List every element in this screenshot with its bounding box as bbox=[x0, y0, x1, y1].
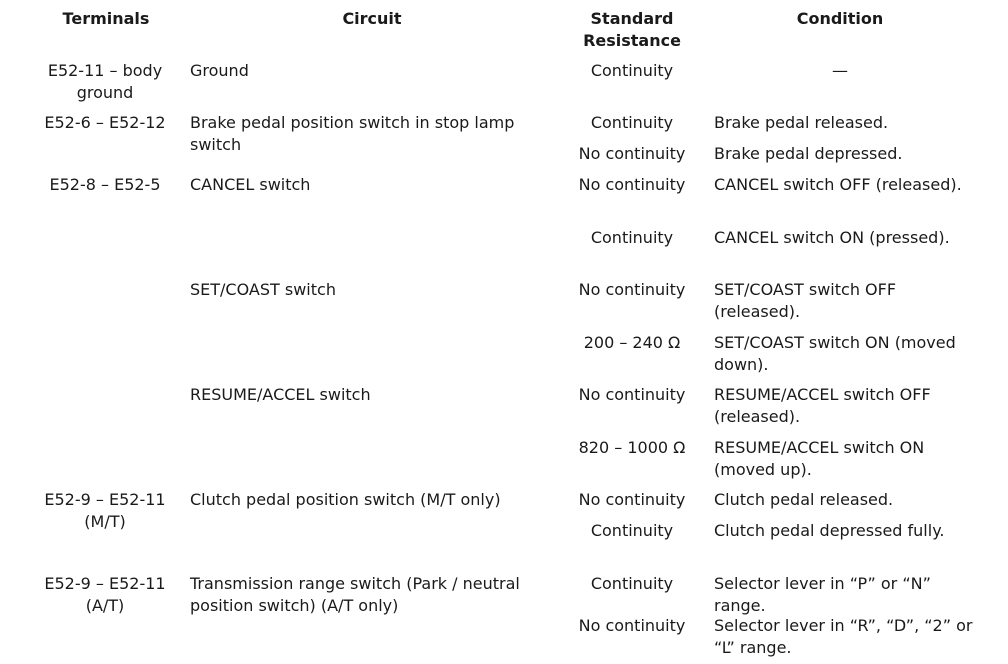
condition-cell: Clutch pedal released. bbox=[714, 490, 894, 509]
circuit-cell: Ground bbox=[190, 61, 249, 80]
terminals-cell bbox=[30, 227, 182, 279]
table-row: 200 – 240 Ω SET/COAST switch ON (moved d… bbox=[30, 332, 978, 384]
circuit-cell: CANCEL switch bbox=[190, 175, 311, 194]
condition-cell: Brake pedal depressed. bbox=[714, 144, 903, 163]
circuit-cell bbox=[182, 437, 562, 489]
resistance-cell: Continuity bbox=[590, 228, 674, 247]
resistance-table: Terminals Circuit Standard Resistance Co… bbox=[30, 0, 978, 659]
terminals-cell bbox=[30, 437, 182, 489]
terminals-cell: E52-9 – E52-11 (A/T) bbox=[44, 574, 166, 615]
table-row: RESUME/ACCEL switch No continuity RESUME… bbox=[30, 384, 978, 437]
condition-cell: Selector lever in “R”, “D”, “2” or “L” r… bbox=[714, 616, 973, 657]
resistance-cell: 820 – 1000 Ω bbox=[578, 438, 686, 457]
terminals-cell bbox=[30, 384, 182, 437]
header-resistance-line2: Resistance bbox=[583, 31, 681, 50]
resistance-cell: No continuity bbox=[578, 280, 686, 299]
circuit-cell bbox=[182, 143, 562, 174]
resistance-cell: Continuity bbox=[590, 521, 674, 540]
resistance-cell: 200 – 240 Ω bbox=[583, 333, 681, 352]
header-resistance-line1: Standard bbox=[590, 9, 674, 28]
circuit-cell bbox=[182, 332, 562, 384]
condition-cell: Clutch pedal depressed fully. bbox=[714, 521, 945, 540]
circuit-cell: RESUME/ACCEL switch bbox=[190, 385, 371, 404]
terminals-cell bbox=[30, 332, 182, 384]
terminals-cell: E52-11 – body ground bbox=[47, 61, 163, 102]
circuit-cell bbox=[182, 520, 562, 573]
terminals-cell: E52-6 – E52-12 bbox=[44, 113, 166, 132]
table-row: E52-11 – body ground Ground Continuity — bbox=[30, 60, 978, 112]
table-row: E52-8 – E52-5 CANCEL switch No continuit… bbox=[30, 174, 978, 227]
condition-cell: Brake pedal released. bbox=[714, 113, 889, 132]
circuit-cell: Brake pedal position switch in stop lamp… bbox=[190, 113, 515, 154]
resistance-cell: No continuity bbox=[578, 385, 686, 404]
circuit-cell: Transmission range switch (Park / neutra… bbox=[190, 574, 520, 615]
resistance-cell: Continuity bbox=[590, 113, 674, 132]
condition-cell: Selector lever in “P” or “N” range. bbox=[714, 574, 931, 615]
resistance-cell: No continuity bbox=[578, 616, 686, 635]
circuit-cell: Clutch pedal position switch (M/T only) bbox=[190, 490, 501, 509]
terminals-cell bbox=[30, 143, 182, 174]
resistance-cell: Continuity bbox=[590, 574, 674, 593]
table-row: E52-9 – E52-11 (A/T) Transmission range … bbox=[30, 573, 978, 615]
resistance-cell: No continuity bbox=[578, 490, 686, 509]
table-row: 820 – 1000 Ω RESUME/ACCEL switch ON (mov… bbox=[30, 437, 978, 489]
circuit-cell bbox=[182, 227, 562, 279]
condition-cell: RESUME/ACCEL switch ON (moved up). bbox=[714, 438, 925, 479]
terminals-cell bbox=[30, 615, 182, 659]
condition-cell: — bbox=[832, 61, 848, 80]
terminals-cell bbox=[30, 520, 182, 573]
condition-cell: CANCEL switch OFF (released). bbox=[714, 175, 962, 194]
table-row: Continuity Clutch pedal depressed fully. bbox=[30, 520, 978, 573]
table-row: SET/COAST switch No continuity SET/COAST… bbox=[30, 279, 978, 332]
header-condition: Condition bbox=[796, 9, 884, 28]
terminals-cell: E52-9 – E52-11 (M/T) bbox=[44, 490, 166, 531]
condition-cell: RESUME/ACCEL switch OFF (released). bbox=[714, 385, 931, 426]
condition-cell: SET/COAST switch OFF (released). bbox=[714, 280, 897, 321]
circuit-cell: SET/COAST switch bbox=[190, 280, 336, 299]
condition-cell: CANCEL switch ON (pressed). bbox=[714, 228, 950, 247]
table-row: E52-9 – E52-11 (M/T) Clutch pedal positi… bbox=[30, 489, 978, 531]
header-circuit: Circuit bbox=[342, 9, 402, 28]
terminals-cell: E52-8 – E52-5 bbox=[49, 175, 161, 194]
table-row: E52-6 – E52-12 Brake pedal position swit… bbox=[30, 112, 978, 154]
resistance-cell: No continuity bbox=[578, 175, 686, 194]
table-row: No continuity Selector lever in “R”, “D”… bbox=[30, 615, 978, 659]
circuit-cell bbox=[182, 615, 562, 659]
table-row: No continuity Brake pedal depressed. bbox=[30, 143, 978, 174]
condition-cell: SET/COAST switch ON (moved down). bbox=[714, 333, 956, 374]
table-header-row: Terminals Circuit Standard Resistance Co… bbox=[30, 0, 978, 60]
table-row: Continuity CANCEL switch ON (pressed). bbox=[30, 227, 978, 279]
header-terminals: Terminals bbox=[62, 9, 150, 28]
resistance-cell: Continuity bbox=[590, 61, 674, 80]
resistance-cell: No continuity bbox=[578, 144, 686, 163]
terminals-cell bbox=[30, 279, 182, 332]
header-resistance: Standard Resistance bbox=[562, 8, 702, 60]
